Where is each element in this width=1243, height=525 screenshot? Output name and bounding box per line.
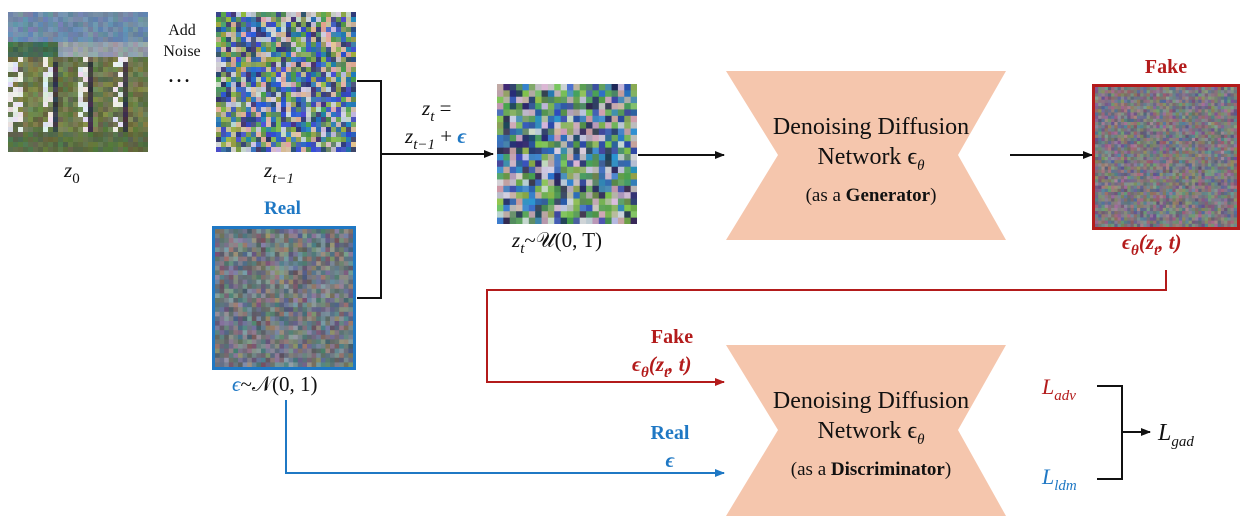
add-noise-line2: Noise [163, 43, 201, 60]
real-top-label: Real [264, 198, 301, 219]
zt-eq2-sub: t−1 [413, 137, 435, 153]
fake-mid-eps-sub: θ [641, 365, 649, 381]
discriminator-line3: (as a Discriminator) [726, 455, 1016, 485]
generator-line3-a: (as a [805, 185, 846, 206]
eps-distribution-text: ~𝒩(0, 1) [240, 372, 318, 396]
fake-mid-eps: ϵ [632, 352, 642, 376]
zt-eq-equals: = [434, 96, 452, 120]
real-bottom-label: Real [650, 422, 690, 444]
add-noise-line1: Add [168, 22, 196, 39]
discriminator-line2: Network ϵθ [726, 416, 1016, 455]
loss-bracket-line [1097, 385, 1123, 480]
fake-top-eps: ϵ [1122, 230, 1132, 254]
real-to-discriminator-arrow [285, 400, 725, 477]
zt-eq-z: z [422, 96, 431, 120]
zt-equation-line2: zt−1 + ϵ [405, 124, 466, 154]
l-gad-label: Lgad [1158, 420, 1194, 451]
discriminator-line2-text: Network ϵ [817, 418, 918, 444]
l-ldm-subscript: ldm [1054, 478, 1077, 494]
z0-symbol: z [64, 158, 73, 182]
discriminator-line2-sub: θ [917, 432, 925, 448]
zt-equation-line1: zt = [422, 96, 451, 126]
fake-top-eps-end: , t) [1158, 230, 1182, 254]
zt-minus-1-image [216, 12, 356, 152]
generator-line1: Denoising Diffusion [772, 114, 970, 140]
generator-line2: Network ϵθ [726, 142, 1016, 181]
generator-line2-sub: θ [917, 158, 925, 174]
fake-mid-eps-end: , t) [668, 352, 692, 376]
l-gad-subscript: gad [1171, 434, 1194, 450]
merge-bracket-line [357, 80, 382, 299]
zt-dist-sub: t [520, 241, 525, 257]
discriminator-line3-a: (as a [790, 459, 831, 480]
eps-distribution-label: ϵ~𝒩(0, 1) [232, 372, 317, 397]
fake-top-eps-rest-sub: t [1154, 243, 1159, 259]
generator-line3-b: Generator [845, 185, 931, 206]
fake-top-eps-rest: (z [1138, 230, 1155, 254]
zt-eq2-z: z [405, 124, 414, 148]
z0-image [8, 12, 148, 152]
fake-mid-label: Fake [650, 326, 694, 348]
zt-eq2-eps: ϵ [457, 124, 467, 148]
discriminator-label: Denoising Diffusion Network ϵθ (as a Dis… [726, 386, 1016, 485]
zt-dist-z: z [512, 228, 521, 252]
real-bottom-eps: ϵ [665, 448, 675, 472]
zt1-subscript: t−1 [272, 171, 294, 187]
fake-mid-eps-label: ϵθ(zt, t) [632, 352, 692, 382]
fake-top-label: Fake [1144, 56, 1188, 78]
fake-top-eps-label: ϵθ(zt, t) [1122, 230, 1182, 260]
fake-to-discriminator-arrow [486, 270, 1167, 386]
discriminator-network-shape [726, 345, 1006, 516]
real-noise-image [212, 226, 356, 370]
fake-mid-eps-rest: (z [648, 352, 665, 376]
z0-subscript: 0 [72, 171, 80, 187]
generator-label: Denoising Diffusion Network ϵθ (as a Gen… [726, 112, 1016, 211]
discriminator-line3-b: Discriminator [830, 459, 945, 480]
z0-label: z0 [64, 158, 80, 188]
zt1-symbol: z [264, 158, 273, 182]
discriminator-line1: Denoising Diffusion [772, 388, 970, 414]
l-adv-symbol: L [1042, 374, 1055, 399]
l-adv-subscript: adv [1054, 388, 1076, 404]
generator-line3-c: ) [930, 185, 937, 206]
add-noise-label: Add Noise [152, 20, 212, 62]
discriminator-line3-c: ) [944, 459, 952, 480]
zt-eq2-plus: + [434, 124, 458, 148]
generator-network-shape [726, 71, 1006, 240]
generator-line3: (as a Generator) [726, 181, 1016, 211]
fake-mid-eps-rest-sub: t [664, 365, 669, 381]
zt-eq-sub: t [430, 109, 435, 125]
zt-distribution-label: zt~𝒰(0, T) [512, 228, 602, 258]
generator-line2-text: Network ϵ [817, 144, 918, 170]
eps-symbol: ϵ [232, 372, 241, 396]
fake-top-eps-sub: θ [1131, 243, 1139, 259]
l-ldm-label: Lldm [1042, 464, 1077, 495]
fake-noise-image [1092, 84, 1240, 230]
l-adv-label: Ladv [1042, 374, 1076, 405]
zt-image [497, 84, 637, 224]
l-gad-symbol: L [1158, 420, 1172, 446]
ellipsis-label: … [167, 62, 191, 88]
zt-dist-text: ~𝒰(0, T) [524, 228, 603, 252]
zt-minus-1-label: zt−1 [264, 158, 294, 188]
l-ldm-symbol: L [1042, 464, 1055, 489]
